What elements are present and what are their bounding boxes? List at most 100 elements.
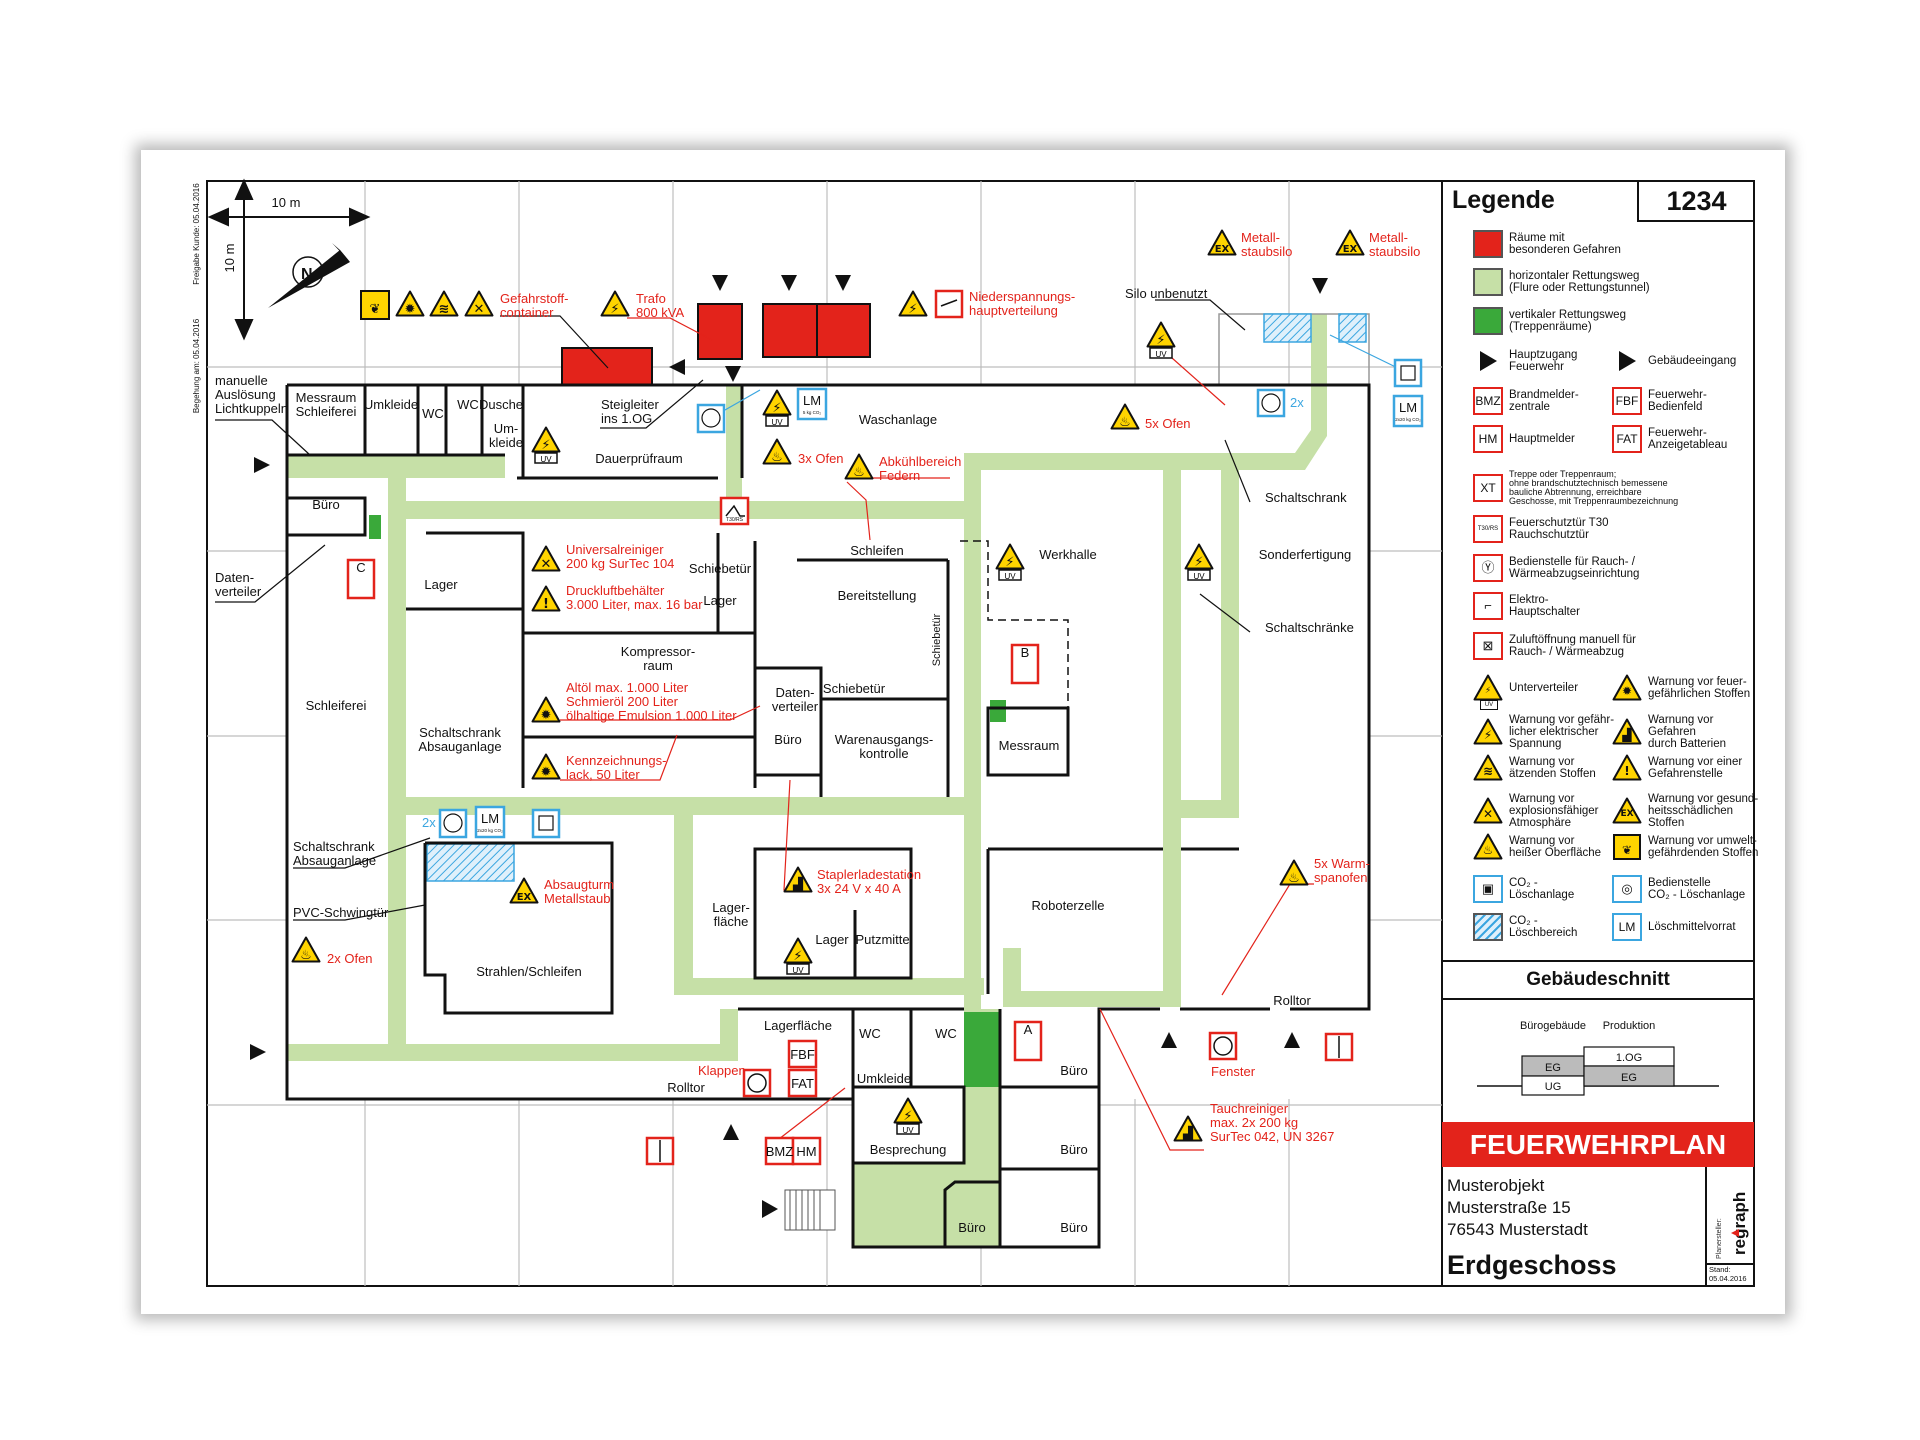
stair-c-label: C	[356, 560, 365, 575]
inspection-note: Begehung am: 05.04.2016	[192, 318, 201, 413]
fbf-label-line: FBF	[790, 1047, 815, 1062]
hazard-warmspanofen: 5x Warm-spanofen	[1314, 856, 1370, 885]
legend-item-text: Unterverteiler	[1509, 682, 1579, 694]
warning-electric-icon: ⚡	[1473, 718, 1503, 746]
legend-item-text: heißer Oberfläche	[1509, 847, 1602, 859]
label-datenverteiler-line: verteiler	[215, 584, 262, 599]
legend-item-text: zentrale	[1509, 401, 1550, 413]
stair-c-icon	[346, 558, 376, 600]
legend-item-co2-area: CO₂ -Löschbereich	[1473, 913, 1577, 941]
production-eg-box	[1583, 1065, 1675, 1087]
bmz-label-line: BMZ	[766, 1144, 794, 1159]
room-waschanlage-line: Waschanlage	[859, 412, 937, 427]
warning-explosive-icon: ✕	[531, 545, 561, 572]
label-schaltschrank-line: Schaltschrank	[1265, 490, 1347, 505]
legend-item-text: Stoffen	[1648, 817, 1685, 829]
legend-item-text: Feuerwehr	[1509, 361, 1564, 373]
legend-item-text: Warnung vor	[1648, 714, 1714, 726]
svg-text:✹: ✹	[541, 765, 552, 780]
hazard-druckluftbehaelter-line: Druckluftbehälter	[566, 583, 665, 598]
label-datenverteiler-line: verteiler	[772, 699, 819, 714]
hazard-warmspanofen-line: 5x Warm-	[1314, 856, 1370, 871]
legend-item-text: Bedienstelle für Rauch- /	[1509, 556, 1635, 568]
hazard-tauchreiniger-line: max. 2x 200 kg	[1210, 1115, 1298, 1130]
hazard-kennzeichnungslack-line: lack, 50 Liter	[566, 767, 640, 782]
lm-label: LM	[803, 393, 821, 408]
room-buero-line: Büro	[1060, 1063, 1087, 1078]
hazard-gefahrstoffcontainer-line: Gefahrstoff-	[500, 291, 568, 306]
room-schleifen: Schleifen	[850, 543, 903, 558]
room-buero: Büro	[774, 732, 801, 747]
legend-item-text: Warnung vor	[1509, 756, 1575, 768]
building-entrance-icon	[1161, 1032, 1177, 1048]
lm-amount: 2x20 kg CO₂	[1395, 417, 1421, 422]
room-kompressorraum-line: raum	[643, 658, 673, 673]
room-buero: Büro	[1060, 1063, 1087, 1078]
label-schaltschrank-absauganlage-line: Schaltschrank	[419, 725, 501, 740]
room-sonderfertigung-line: Sonderfertigung	[1259, 547, 1352, 562]
co2-system-icon	[1393, 358, 1423, 388]
building-entrance-icon	[669, 359, 685, 375]
ex-label: EX	[1215, 244, 1230, 255]
code-box-icon: BMZ	[1473, 387, 1503, 415]
room-bereitstellung: Bereitstellung	[838, 588, 917, 603]
label-klappen: Klappen	[698, 1063, 746, 1078]
svg-text:▟: ▟	[792, 876, 804, 893]
legend-item-text: Warnung vor feuer-	[1648, 676, 1747, 688]
svg-text:N: N	[301, 266, 313, 283]
legend-item-text: bauliche Abtrennung, erreichbare	[1509, 487, 1642, 497]
room-buero: Büro	[1060, 1142, 1087, 1157]
room-sonderfertigung: Sonderfertigung	[1259, 547, 1352, 562]
room-warenausgangskontrolle-line: Warenausgangs-	[835, 732, 934, 747]
svg-text:⚡: ⚡	[903, 1109, 912, 1124]
svg-text:⚡: ⚡	[1194, 555, 1203, 570]
label-steigleiter-line: Steigleiter	[601, 397, 659, 412]
entrance-steps	[784, 1189, 836, 1231]
warning-hot-icon: ♨	[1110, 403, 1140, 430]
hazard-universalreiniger-line: 200 kg SurTec 104	[566, 556, 674, 571]
warning-environment-icon: ❦	[360, 290, 390, 320]
svg-text:▟: ▟	[1182, 1125, 1194, 1142]
svg-text:✕: ✕	[541, 557, 552, 572]
room-wc: WC	[457, 397, 479, 412]
warning-hot-icon: ♨	[762, 438, 792, 465]
stair-b-label: B	[1021, 645, 1030, 660]
legend-item-text: Hauptmelder	[1509, 433, 1575, 445]
label-manual-trigger-line: manuelle	[215, 373, 268, 388]
room-wc-line: WC	[859, 1026, 881, 1041]
legend-item-text: (Flure oder Rettungstunnel)	[1509, 282, 1650, 294]
room-wc: WC	[859, 1026, 881, 1041]
hazard-tauchreiniger-line: SurTec 042, UN 3267	[1210, 1129, 1334, 1144]
hazard-altoel-line: Schmieröl 200 Liter	[566, 694, 679, 709]
warning-environment-icon: ❦	[1612, 833, 1642, 861]
label-manual-trigger-line: Lichtkuppeln	[215, 401, 288, 416]
building-entrance-icon	[712, 275, 728, 291]
legend-item-text: horizontaler Rettungsweg	[1509, 270, 1640, 282]
hazard-metallstaubsilo-line: staubsilo	[1241, 244, 1292, 259]
legend-item-text: Gefahren	[1648, 726, 1696, 738]
floor-label: UG	[1545, 1081, 1562, 1093]
label-schaltschrank-absauganlage-line: Absauganlage	[293, 853, 376, 868]
building-section-title: Gebäudeschnitt	[1442, 960, 1754, 1000]
room-dusche: Dusche	[479, 397, 523, 412]
legend-item-text: Wärmeabzugseinrichtung	[1509, 568, 1640, 580]
room-wc: WC	[422, 406, 444, 421]
legend-item-text: Gefahrenstelle	[1648, 768, 1723, 780]
legend-item-text: Atmosphäre	[1509, 817, 1572, 829]
warning-hot-icon: ♨	[291, 936, 321, 963]
room-umkleide-line: Umkleide	[857, 1071, 911, 1086]
